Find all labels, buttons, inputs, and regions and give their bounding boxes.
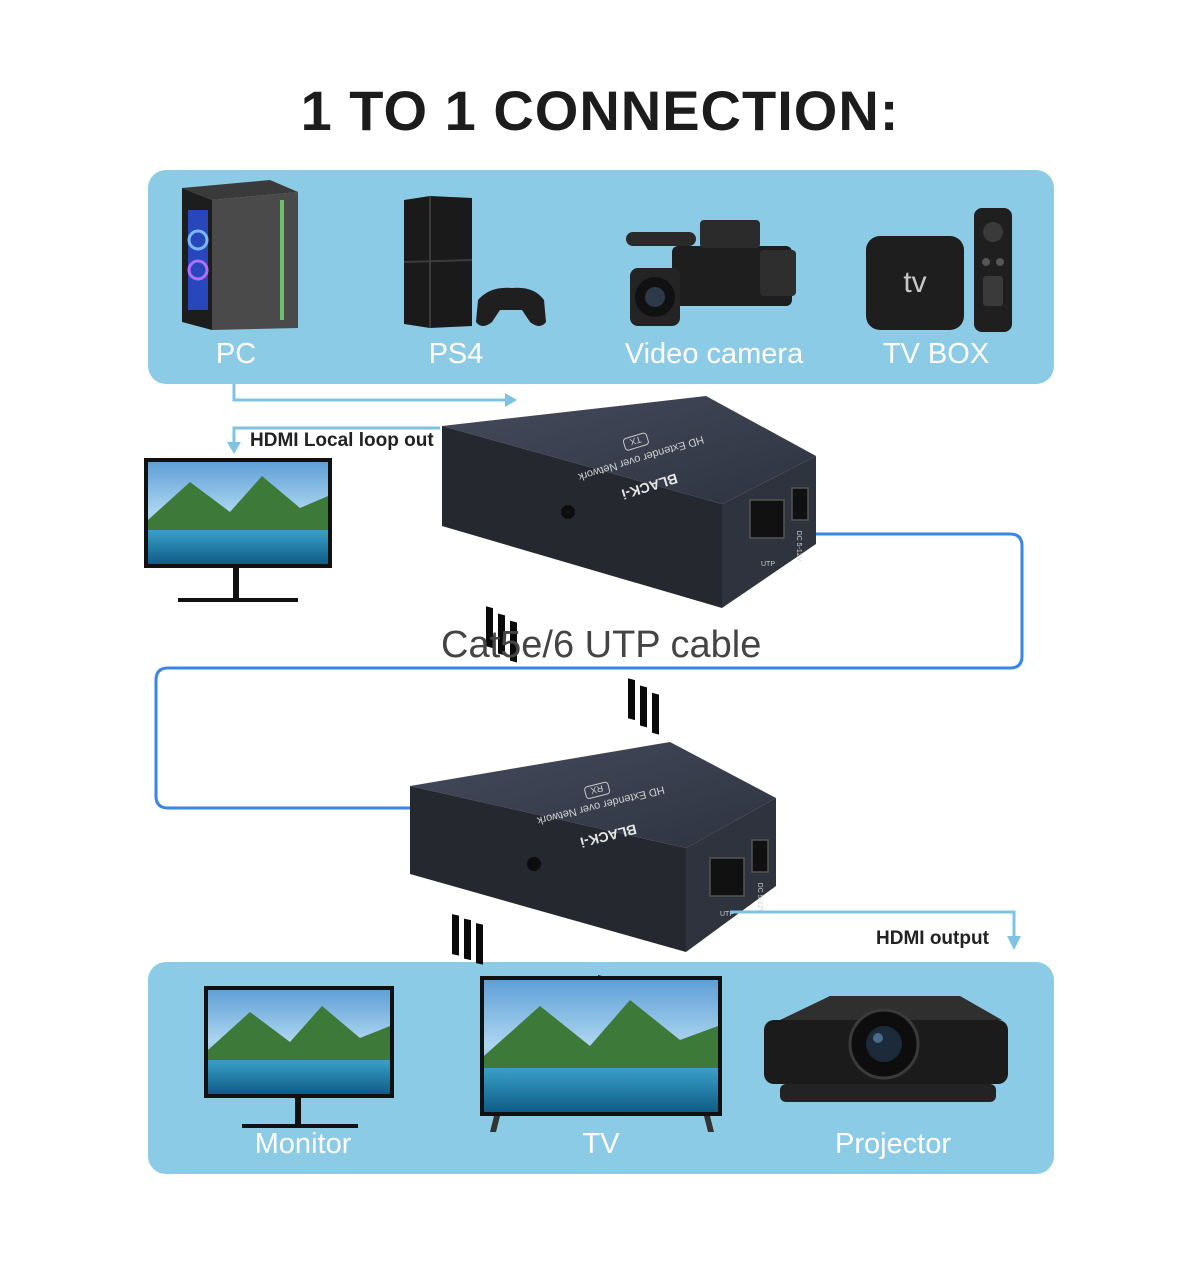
cable-label: Cat5e/6 UTP cable	[441, 624, 762, 666]
tv-box-logo: tv	[903, 266, 926, 299]
tv-box-icon: tv	[866, 208, 1012, 332]
transmitter-device: UTP DC 5-12V BLACK-i HD Extender over Ne…	[442, 396, 816, 735]
projector-icon	[764, 996, 1008, 1102]
monitor-icon	[204, 986, 394, 1128]
pc-tower-icon	[182, 180, 298, 330]
tx-utp-port-label: UTP	[761, 561, 775, 568]
local-loop-arrow	[227, 426, 440, 454]
output-label-tv: TV	[582, 1128, 620, 1160]
local-loop-label: HDMI Local loop out	[250, 430, 434, 451]
source-label-ps4: PS4	[428, 338, 484, 370]
source-label-pc: PC	[215, 338, 257, 370]
output-label: HDMI output	[876, 928, 989, 949]
source-label-tv-box: TV BOX	[882, 338, 990, 370]
output-label-projector: Projector	[834, 1128, 952, 1160]
local-monitor-icon	[144, 458, 332, 602]
input-arrow	[232, 384, 517, 407]
utp-cable	[154, 532, 1024, 810]
tx-badge: TX	[629, 434, 643, 447]
rx-badge: RX	[590, 783, 605, 796]
output-arrow	[730, 910, 1021, 950]
receiver-device: UTP DC 5-12V BLACK-i HD Extender over Ne…	[410, 742, 776, 1026]
tv-icon	[480, 976, 722, 1132]
output-label-monitor: Monitor	[254, 1128, 352, 1160]
ps4-console-icon	[403, 196, 546, 328]
video-camera-icon	[626, 220, 796, 326]
rx-dc-port-label: DC 5-12V	[756, 883, 763, 914]
rx-utp-port-label: UTP	[720, 911, 734, 918]
page-title: 1 TO 1 CONNECTION:	[300, 79, 900, 142]
tx-dc-port-label: DC 5-12V	[795, 531, 802, 562]
source-label-video-camera: Video camera	[624, 338, 804, 370]
